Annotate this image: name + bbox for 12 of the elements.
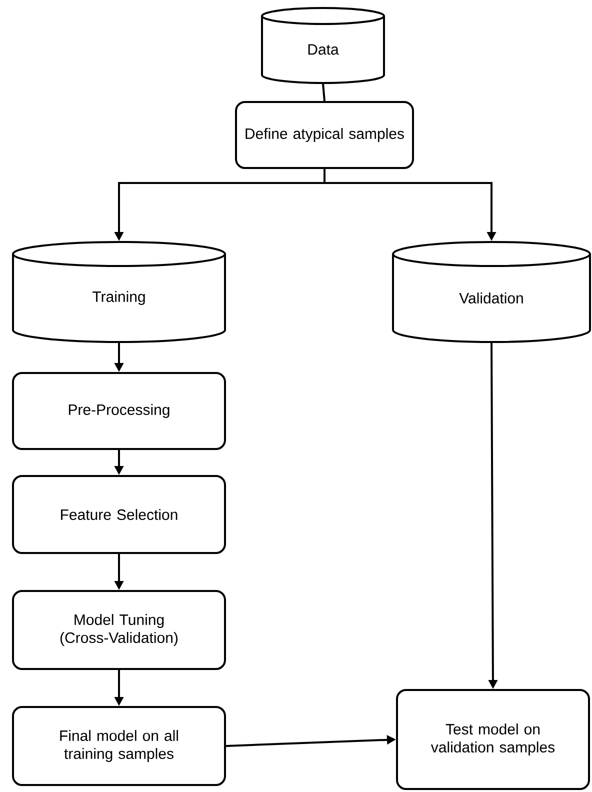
node-label: Data: [308, 44, 339, 55]
node-label: Training: [92, 291, 145, 305]
cylinder: Training: [12, 241, 226, 343]
process-box: Final model on all training samples: [12, 706, 226, 786]
process-box: Model Tuning (Cross-Validation): [12, 590, 226, 670]
cylinder: Validation: [392, 241, 591, 343]
process-box: Feature Selection: [12, 475, 226, 554]
process-box: Test model on validation samples: [396, 689, 590, 790]
cylinder: Data: [261, 7, 385, 84]
node-label: Validation: [459, 292, 523, 304]
process-box: Pre-Processing: [12, 372, 226, 450]
process-box: Define atypical samples: [235, 101, 414, 169]
